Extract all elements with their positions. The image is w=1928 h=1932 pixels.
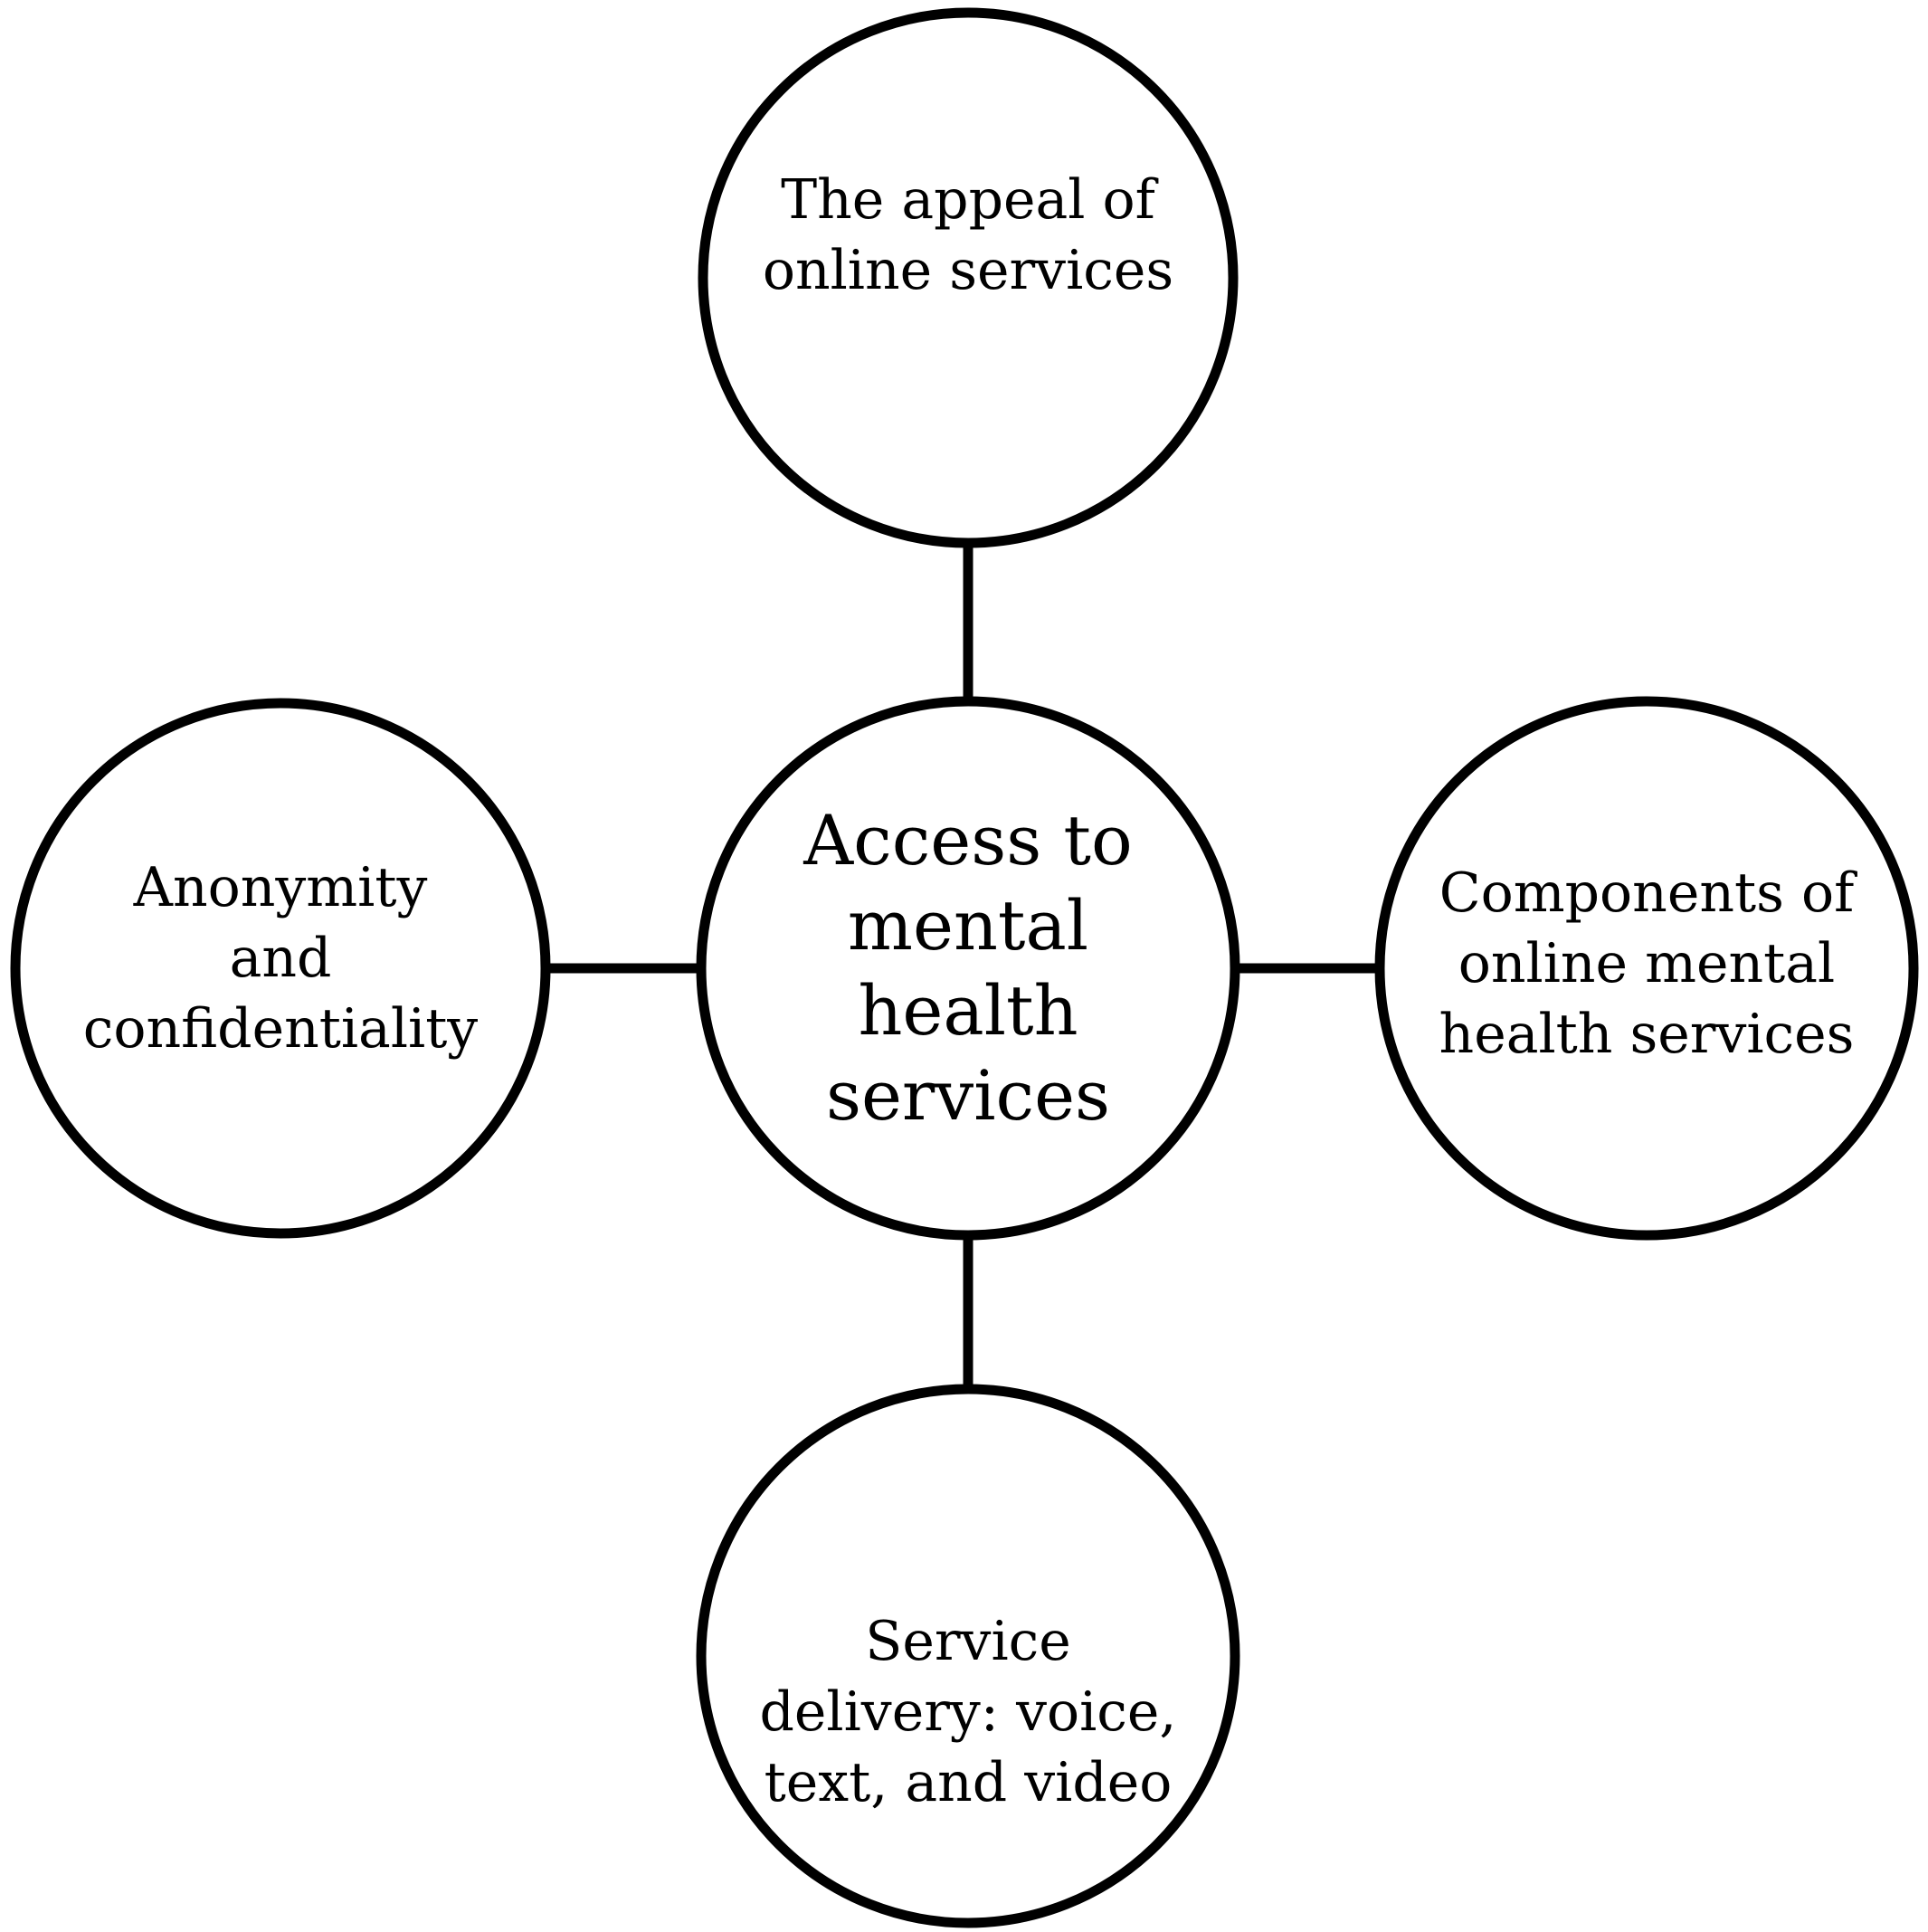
circle-the-appeal-of-online-services[interactable] [698, 7, 1239, 548]
circle-service-delivery-voice-text-and-video[interactable] [696, 1384, 1240, 1928]
circle-anonymity-and-confidentiality[interactable] [10, 698, 551, 1239]
circle-access-to-mental-health-services[interactable] [696, 696, 1240, 1241]
circle-components-of-online-mental-health-services[interactable] [1374, 696, 1919, 1241]
